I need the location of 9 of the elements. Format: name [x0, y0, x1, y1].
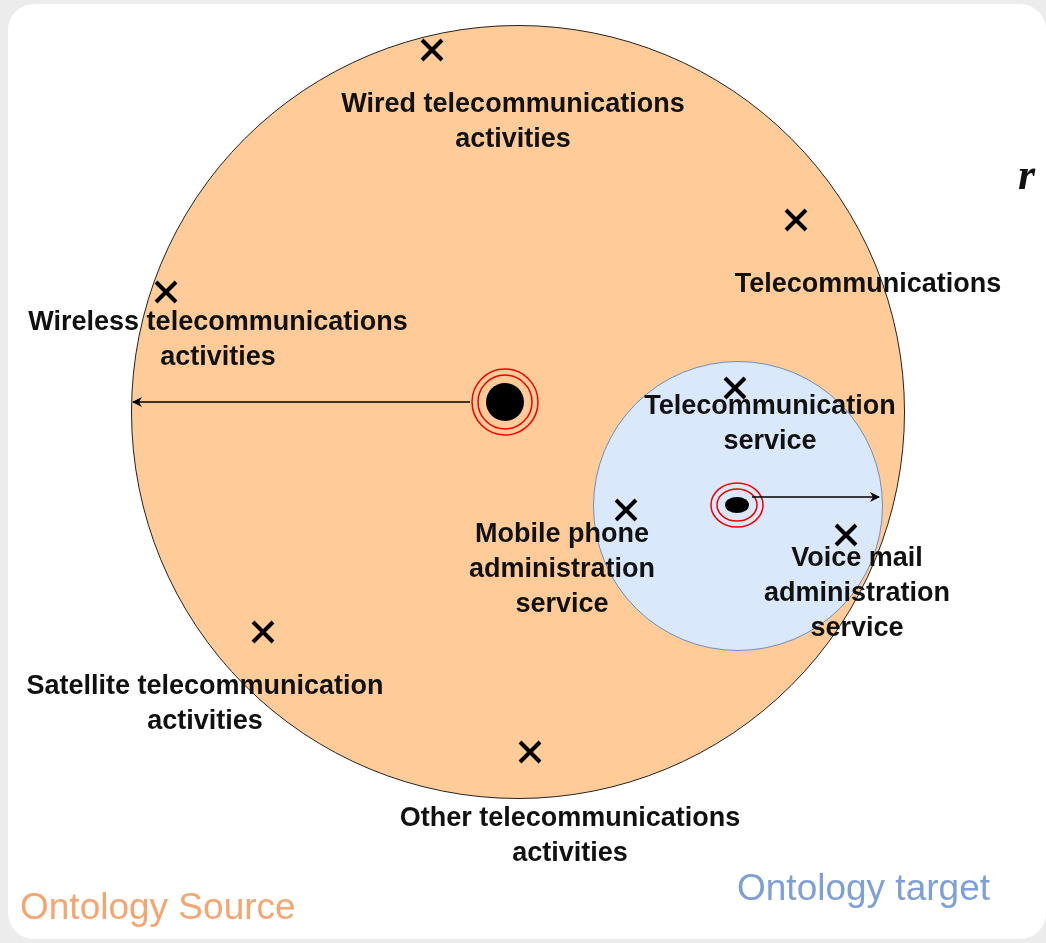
ontology-caption: Ontology Source: [20, 885, 296, 929]
concept-label: Wireless telecommunications activities: [27, 305, 409, 373]
concept-label: Satellite telecommunication activities: [25, 669, 385, 737]
concept-label: Telecommunication service: [643, 389, 897, 457]
radius-symbol: r: [1018, 150, 1036, 200]
ontology-caption: Ontology target: [737, 866, 990, 910]
concept-label: Other telecommunications activities: [398, 801, 742, 869]
concept-label: Wired telecommunications activities: [340, 87, 686, 155]
concept-label: Mobile phone administration service: [468, 517, 656, 620]
